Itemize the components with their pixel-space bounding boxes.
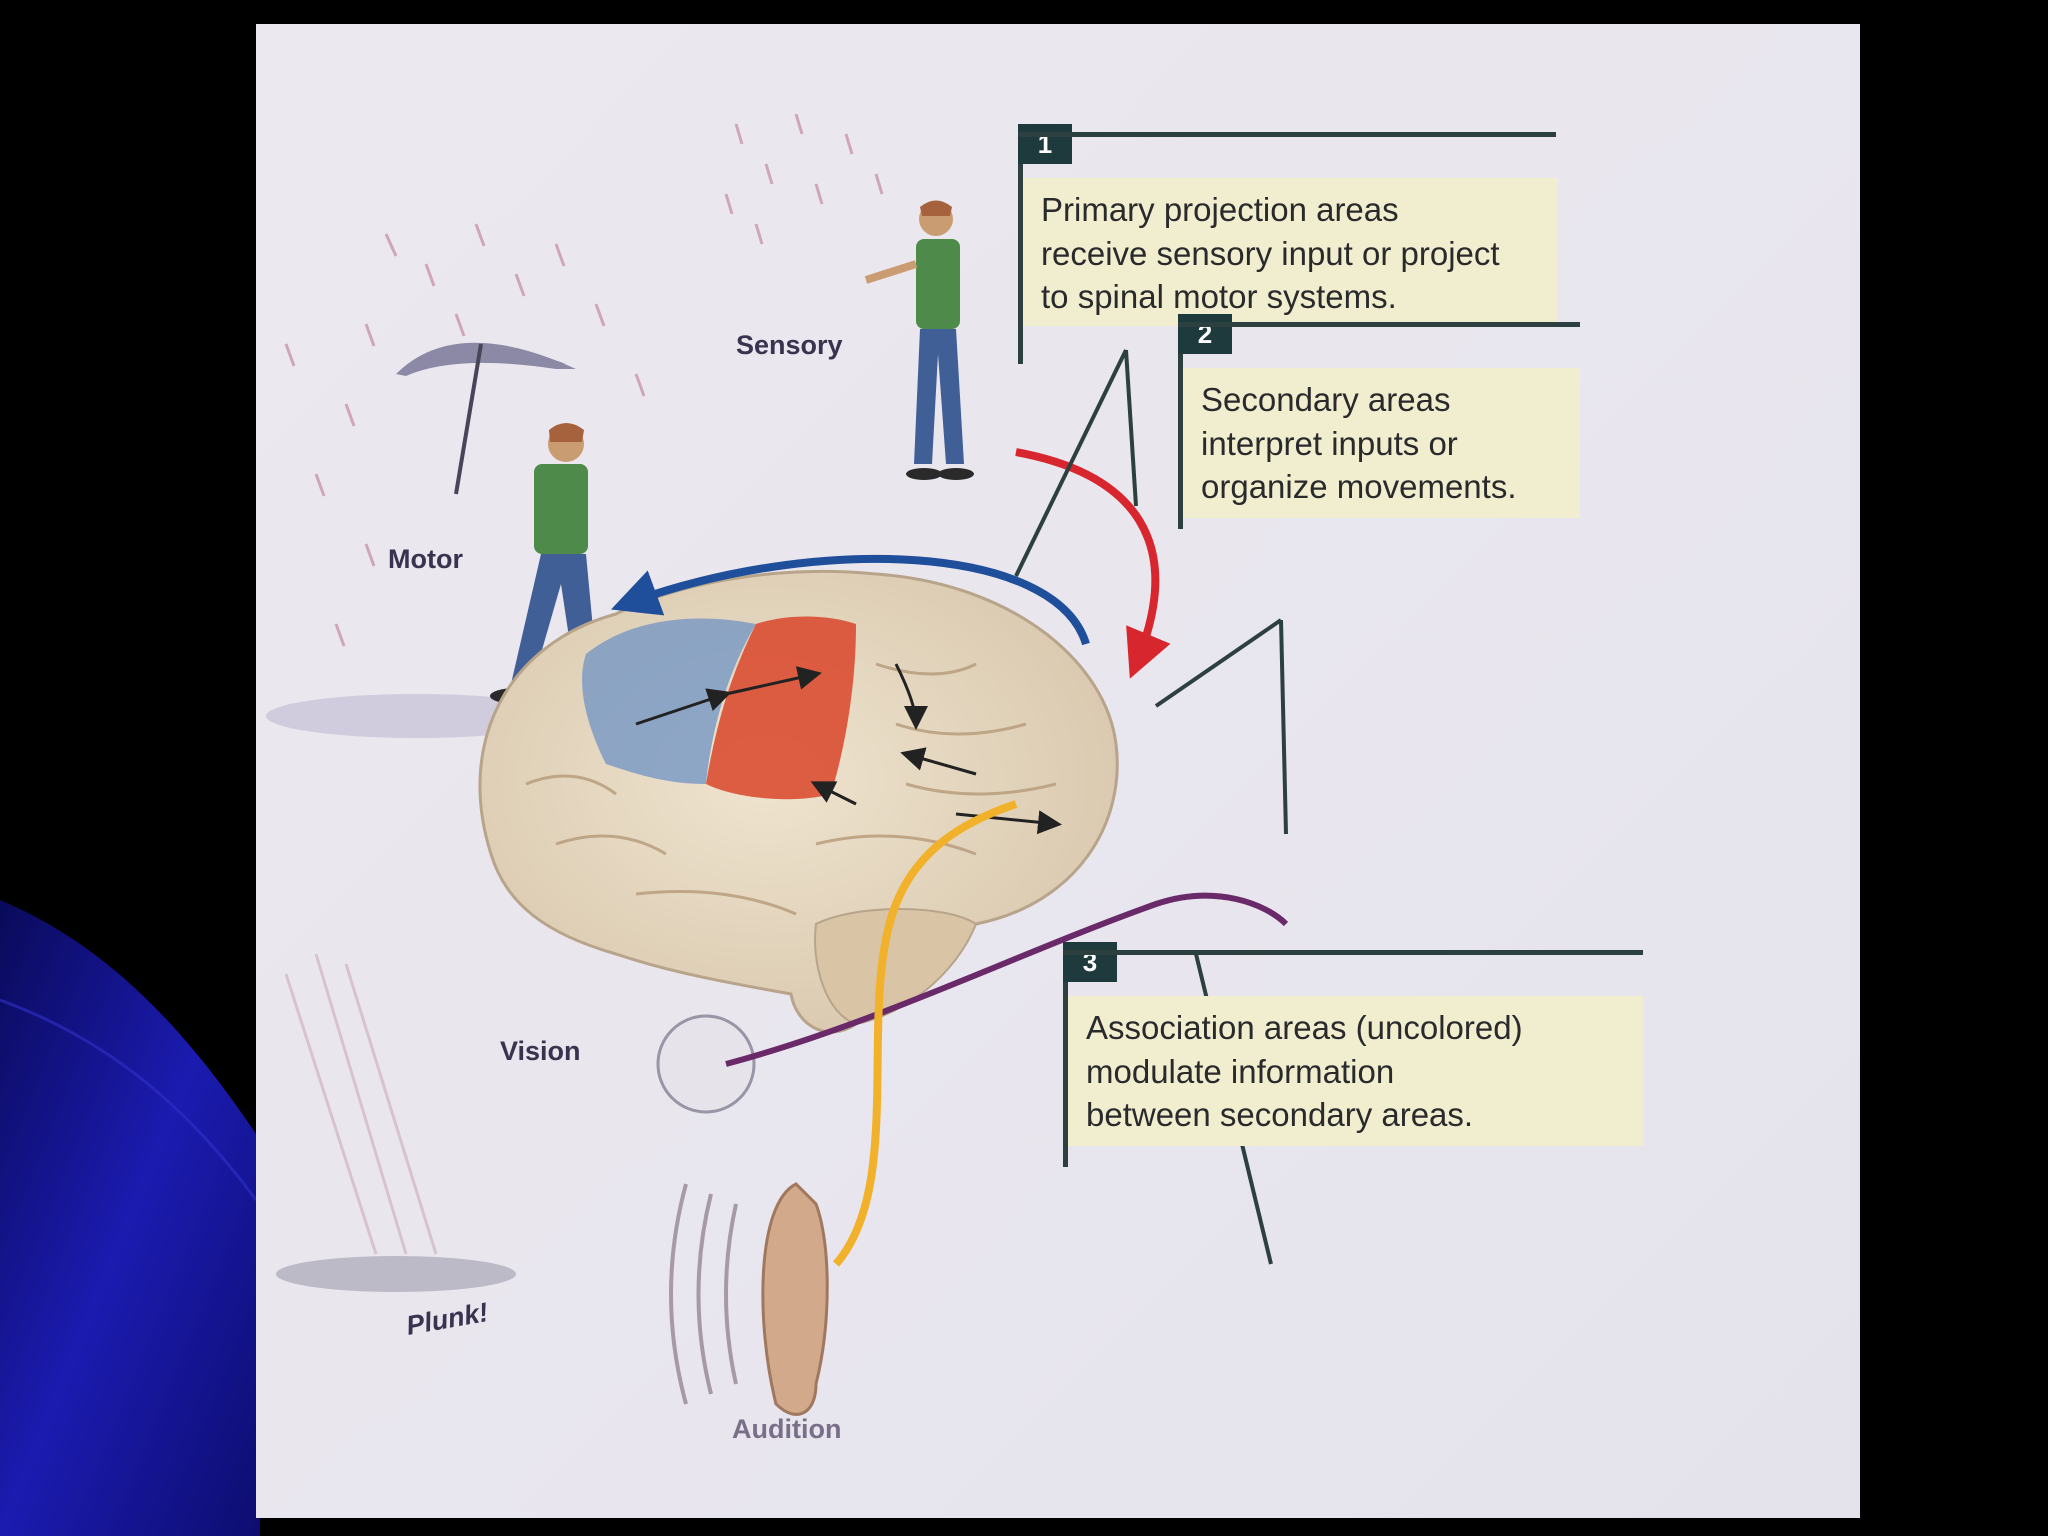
callout-number: 2 [1178,314,1232,354]
ear [671,1184,827,1414]
callout-text: Association areas (uncolored) modulate i… [1068,996,1643,1146]
callout-number: 3 [1063,942,1117,982]
sensory-drops [726,114,882,244]
callout-secondary-areas: 2 Secondary areas interpret inputs or or… [1178,314,1580,650]
label-motor: Motor [388,544,463,575]
sensory-figure [866,201,974,481]
diagram-photo: 1 Primary projection areas receive senso… [256,24,1860,1518]
callout-number: 1 [1018,124,1072,164]
brain [480,571,1117,1032]
callout-text: Secondary areas interpret inputs or orga… [1183,368,1580,518]
callout-association-areas: 3 Association areas (uncolored) modulate… [1063,942,1643,1518]
plunk-splash [276,954,516,1292]
label-sensory: Sensory [736,330,843,361]
eye [658,1016,754,1112]
label-vision: Vision [500,1036,581,1067]
label-audition: Audition [732,1414,841,1445]
callout-text: Primary projection areas receive sensory… [1023,178,1558,326]
